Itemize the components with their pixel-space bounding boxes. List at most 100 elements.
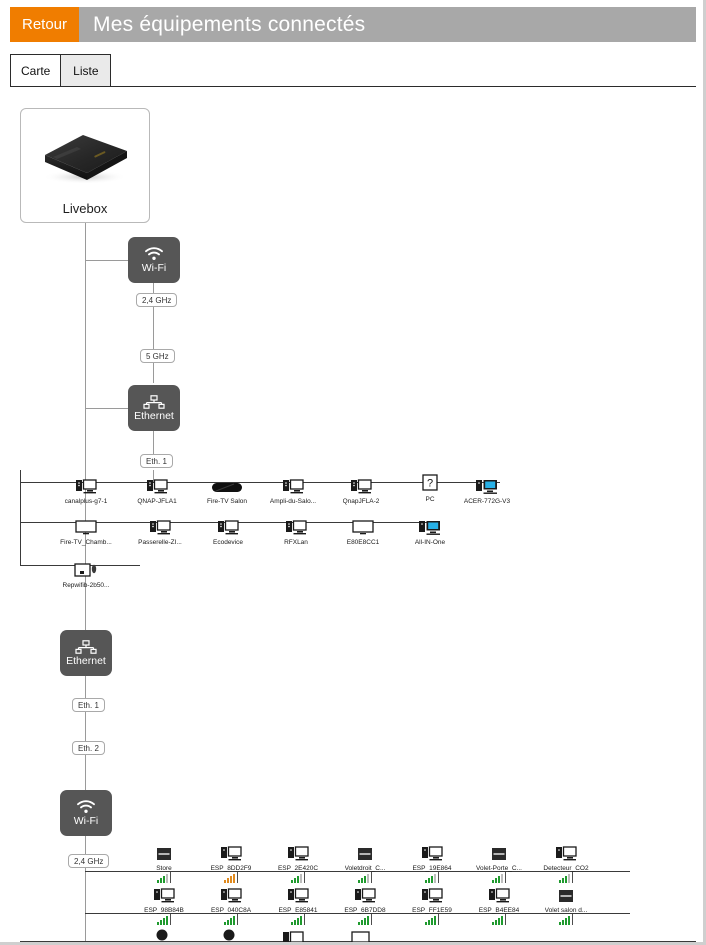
signal-strength — [492, 914, 506, 925]
desktop-pc-icon — [421, 841, 443, 863]
device-label: Ecodevice — [213, 539, 243, 546]
repeater-icon — [73, 558, 99, 580]
desktop-pc-icon — [350, 474, 372, 496]
device-label: Passerelle-ZI... — [138, 539, 182, 546]
wifi-node-bottom[interactable]: Wi-Fi — [60, 790, 112, 836]
device-esp-19e864[interactable]: ESP_19E864 — [395, 841, 469, 883]
pill-eth-top-1: Eth. 1 — [140, 454, 173, 468]
page-title: Mes équipements connectés — [93, 12, 366, 36]
pill-wifi-5ghz: 5 GHz — [140, 349, 175, 363]
device-label: ESP_8DD2F9 — [210, 865, 252, 872]
ethernet-icon — [75, 639, 97, 654]
trunk-line-4 — [85, 836, 86, 942]
device-esp-2e420c[interactable]: ESP_2E420C — [261, 841, 335, 883]
desktop-pc-icon — [149, 515, 171, 537]
device-qnap-jfla-2[interactable]: QnapJFLA-2 — [324, 474, 398, 505]
desktop-pc-icon — [146, 474, 168, 496]
dot-device-icon — [223, 929, 235, 941]
device-esp-b4ee84[interactable]: ESP_B4EE84 — [462, 883, 536, 925]
device-ecodevice[interactable]: Ecodevice — [191, 515, 265, 546]
device-label: Ampli-du-Salo... — [269, 498, 317, 505]
device-partial-3[interactable] — [282, 930, 306, 942]
signal-strength — [157, 872, 171, 883]
desktop-pc-icon — [75, 474, 97, 496]
signal-strength — [291, 914, 305, 925]
device-label: ACER-772G-V3 — [463, 498, 511, 505]
signal-strength — [425, 872, 439, 883]
pill-wifi-bottom-24ghz: 2,4 GHz — [68, 854, 110, 868]
device-volet-porte-c[interactable]: Volet-Porte_C... — [462, 841, 536, 883]
wifi-node-top-label: Wi-Fi — [141, 261, 167, 274]
livebox-node[interactable]: Livebox — [20, 108, 150, 223]
device-partial-4[interactable] — [350, 930, 372, 942]
trunk-line-1 — [85, 223, 86, 663]
device-label: Fire-TV_Chamb... — [60, 539, 112, 546]
device-label: ESP_19E864 — [412, 865, 452, 872]
eth1-down-line — [153, 470, 154, 482]
ethernet-node-mid[interactable]: Ethernet — [60, 630, 112, 676]
livebox-router-image — [43, 135, 127, 184]
media-stick-icon — [210, 474, 244, 496]
device-volet-salon-d[interactable]: Volet salon d... — [529, 883, 603, 925]
device-pc[interactable]: ? PC — [393, 472, 467, 503]
signal-strength — [559, 914, 573, 925]
signal-strength — [224, 914, 238, 925]
signal-strength — [425, 914, 439, 925]
desktop-pc-blue-icon — [418, 515, 442, 537]
device-esp-ff1e59[interactable]: ESP_FF1E59 — [395, 883, 469, 925]
desktop-pc-blue-icon — [475, 474, 499, 496]
device-label: Volet-Porte_C... — [476, 865, 522, 872]
device-label: Fire-TV Salon — [206, 498, 248, 505]
desktop-pc-icon — [217, 515, 239, 537]
device-ampli-du-salon[interactable]: Ampli-du-Salo... — [256, 474, 330, 505]
device-esp-6b7dd8[interactable]: ESP_6B7DD8 — [328, 883, 402, 925]
unknown-device-icon: ? — [421, 472, 439, 494]
device-esp-040c8a[interactable]: ESP_040C8A — [194, 883, 268, 925]
device-esp-98b84b[interactable]: ESP_98B84B — [127, 883, 201, 925]
device-fire-tv-chambre[interactable]: Fire-TV_Chamb... — [49, 515, 123, 546]
device-detecteur-co2[interactable]: Detecteur_CO2 — [529, 841, 603, 883]
device-store[interactable]: Store — [127, 841, 201, 883]
device-voletdroit-c[interactable]: Voletdroit_C... — [328, 841, 402, 883]
module-icon — [356, 841, 374, 863]
device-all-in-one[interactable]: All-IN-One — [393, 515, 467, 546]
device-canalplus-g7-1[interactable]: canalplus-g7-1 — [49, 474, 123, 505]
device-partial-2[interactable] — [222, 928, 236, 942]
device-rfxlan[interactable]: RFXLan — [259, 515, 333, 546]
device-label: Repwifib-2b50... — [62, 582, 110, 589]
pill-wifi-24ghz: 2,4 GHz — [136, 293, 178, 307]
device-label: E80E8CC1 — [346, 539, 380, 546]
desktop-pc-icon — [421, 883, 443, 905]
device-label: Voletdroit_C... — [344, 865, 386, 872]
wifi-icon — [77, 800, 95, 813]
back-button[interactable]: Retour — [10, 7, 80, 42]
device-esp-8dd2f9[interactable]: ESP_8DD2F9 — [194, 841, 268, 883]
wifi-node-bottom-label: Wi-Fi — [73, 814, 99, 827]
pill-eth-mid-1: Eth. 1 — [72, 698, 105, 712]
device-qnap-jfla1[interactable]: QNAP-JFLA1 — [120, 474, 194, 505]
tv-monitor-icon — [74, 515, 98, 537]
tab-liste[interactable]: Liste — [60, 54, 112, 86]
device-fire-tv-salon[interactable]: Fire-TV Salon — [190, 474, 264, 505]
device-e80e8cc1[interactable]: E80E8CC1 — [326, 515, 400, 546]
device-repwifib-2b50[interactable]: Repwifib-2b50... — [49, 558, 123, 589]
wifi-icon — [145, 247, 163, 260]
device-label: ESP_2E420C — [277, 865, 319, 872]
bus-left-riser — [20, 470, 21, 566]
ethernet-node-top-label: Ethernet — [134, 409, 174, 422]
device-label: ESP_6B7DD8 — [344, 907, 386, 914]
signal-strength — [358, 872, 372, 883]
device-label: ESP_040C8A — [210, 907, 252, 914]
device-passerelle-zi[interactable]: Passerelle-ZI... — [123, 515, 197, 546]
wifi-node-top[interactable]: Wi-Fi — [128, 237, 180, 283]
tab-carte[interactable]: Carte — [10, 54, 62, 86]
device-label: canalplus-g7-1 — [64, 498, 108, 505]
ethernet-node-top[interactable]: Ethernet — [128, 385, 180, 431]
device-label: Store — [156, 865, 172, 872]
device-partial-1[interactable] — [155, 928, 169, 942]
device-acer-772g-v3[interactable]: ACER-772G-V3 — [450, 474, 524, 505]
desktop-pc-icon — [354, 883, 376, 905]
device-esp-e85841[interactable]: ESP_E85841 — [261, 883, 335, 925]
page-header: Retour Mes équipements connectés — [10, 7, 696, 42]
